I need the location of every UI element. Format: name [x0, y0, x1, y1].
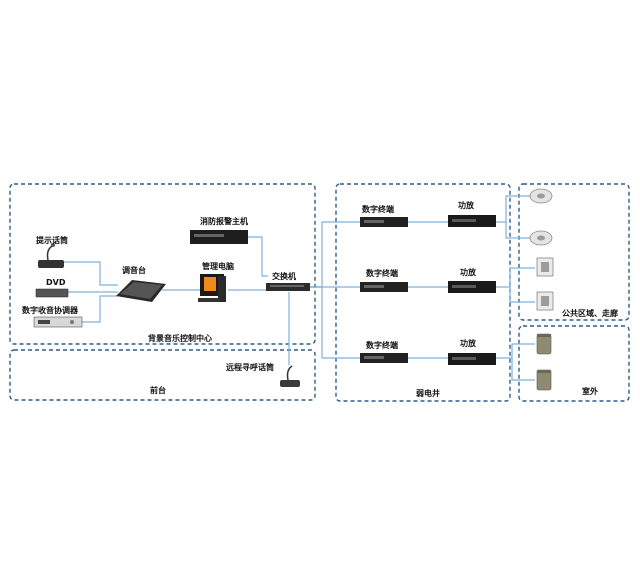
wire-amp1-spk2 [505, 222, 530, 239]
wire-alarm-switch [248, 236, 268, 277]
switch-icon [266, 283, 310, 291]
ceiling-speaker-icon [529, 188, 553, 204]
column-speaker-icon [536, 369, 552, 391]
remote-mic-label: 远程寻呼话筒 [226, 362, 274, 372]
front-desk-label: 前台 [150, 385, 166, 395]
terminal-3-label: 数字终端 [366, 340, 398, 350]
wire-amp2-spk4 [509, 287, 535, 303]
dvd-icon [35, 288, 69, 298]
amp-1-label: 功放 [458, 200, 475, 210]
terminal-3-icon [360, 353, 408, 363]
prompt-mic-label: 提示话筒 [36, 235, 68, 245]
ceiling-speaker-icon [529, 230, 553, 246]
wire-switch-term1 [310, 221, 360, 288]
amp-2-label: 功放 [460, 267, 477, 277]
terminal-1-icon [360, 217, 408, 227]
weak-shaft-label: 弱电井 [416, 388, 440, 398]
tuner-label: 数字收音协调器 [22, 305, 79, 315]
terminal-1-label: 数字终端 [362, 204, 394, 214]
amp-3-label: 功放 [460, 338, 477, 348]
amp-1-icon [448, 215, 496, 227]
zone-public-area [518, 183, 630, 321]
public-area-label: 公共区域、走廊 [562, 308, 618, 318]
zone-control-center [9, 183, 316, 345]
wire-mic-mixer [62, 261, 118, 286]
wire-tuner-mixer [80, 295, 118, 323]
wires [62, 195, 535, 381]
zone-outdoor [518, 325, 630, 402]
pc-icon [198, 274, 226, 302]
terminal-2-icon [360, 282, 408, 292]
switch-label: 交换机 [272, 271, 296, 281]
prompt-mic-icon [38, 243, 64, 268]
fire-alarm-icon [190, 230, 248, 244]
tuner-icon [33, 316, 83, 328]
mixer-icon [116, 280, 166, 302]
control-center-label: 背景音乐控制中心 [148, 333, 212, 343]
wire-amp2-spk3 [496, 267, 535, 288]
wall-speaker-icon [536, 291, 554, 311]
amp-3-icon [448, 353, 496, 365]
dvd-label: DVD [46, 278, 66, 287]
amp-2-icon [448, 281, 496, 293]
fire-alarm-label: 消防报警主机 [200, 216, 248, 226]
zone-front-desk [9, 349, 316, 401]
column-speaker-icon [536, 333, 552, 355]
remote-mic-icon [280, 365, 300, 387]
wire-amp3-spk6 [511, 358, 535, 381]
pc-label: 管理电脑 [202, 261, 234, 271]
mixer-label: 调音台 [122, 265, 146, 275]
outdoor-label: 室外 [582, 386, 598, 396]
wall-speaker-icon [536, 257, 554, 277]
wire-amp1-spk1 [496, 195, 530, 223]
terminal-2-label: 数字终端 [366, 268, 398, 278]
wire-amp3-spk5 [496, 343, 535, 359]
wire-switch-term3 [310, 286, 360, 359]
